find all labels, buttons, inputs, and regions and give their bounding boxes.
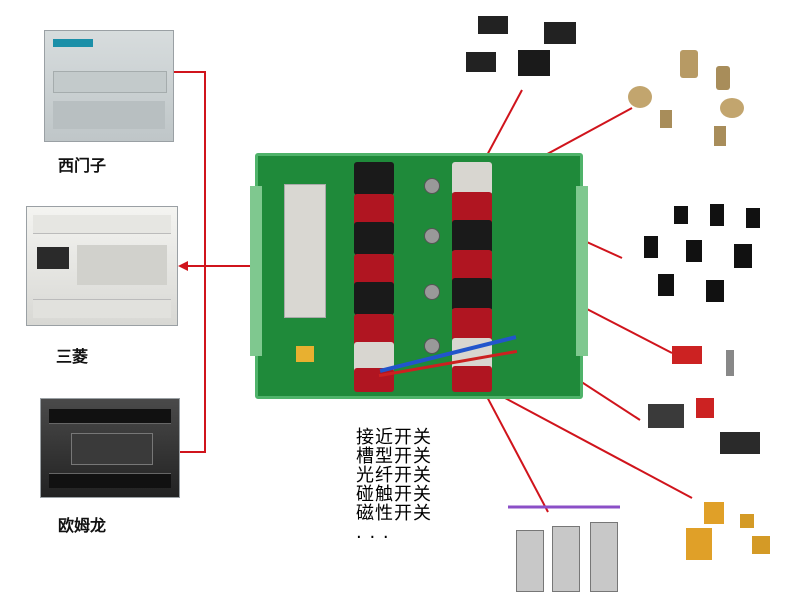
mitsubishi-label: 三菱 <box>56 347 89 366</box>
proximity-switch-image <box>620 40 790 160</box>
sensor-type-more: . . . <box>356 522 390 543</box>
terminal-board-image <box>250 153 588 399</box>
din-rail-right <box>576 186 588 356</box>
grey-connector <box>284 184 326 318</box>
siemens-label: 西门子 <box>58 156 107 175</box>
sensor-type-list: 接近开关 槽型开关 光纤开关 碰触开关 磁性开关 . . . <box>356 428 432 542</box>
siemens-plc-image <box>44 30 174 142</box>
sensor-type-fiber: 光纤开关 <box>356 465 432 486</box>
mitsubishi-plc-image <box>26 206 178 326</box>
sensor-type-proximity: 接近开关 <box>356 427 432 448</box>
jumper <box>296 346 314 362</box>
magnetic-switch-image <box>676 494 796 574</box>
omron-label: 欧姆龙 <box>58 516 107 535</box>
arrow-from-magnetic <box>488 389 693 499</box>
plc-bus-line <box>172 71 206 453</box>
sensor-type-slot: 槽型开关 <box>356 446 432 467</box>
micro-switch-image <box>458 10 588 80</box>
slot-switch-image <box>624 196 794 312</box>
fiber-sensor-image <box>636 336 796 466</box>
omron-plc-image <box>40 398 180 498</box>
din-rail-left <box>250 186 262 356</box>
sensor-type-touch: 碰触开关 <box>356 484 432 505</box>
sensor-type-magnetic: 磁性开关 <box>356 503 432 524</box>
limit-switch-image <box>508 512 620 594</box>
